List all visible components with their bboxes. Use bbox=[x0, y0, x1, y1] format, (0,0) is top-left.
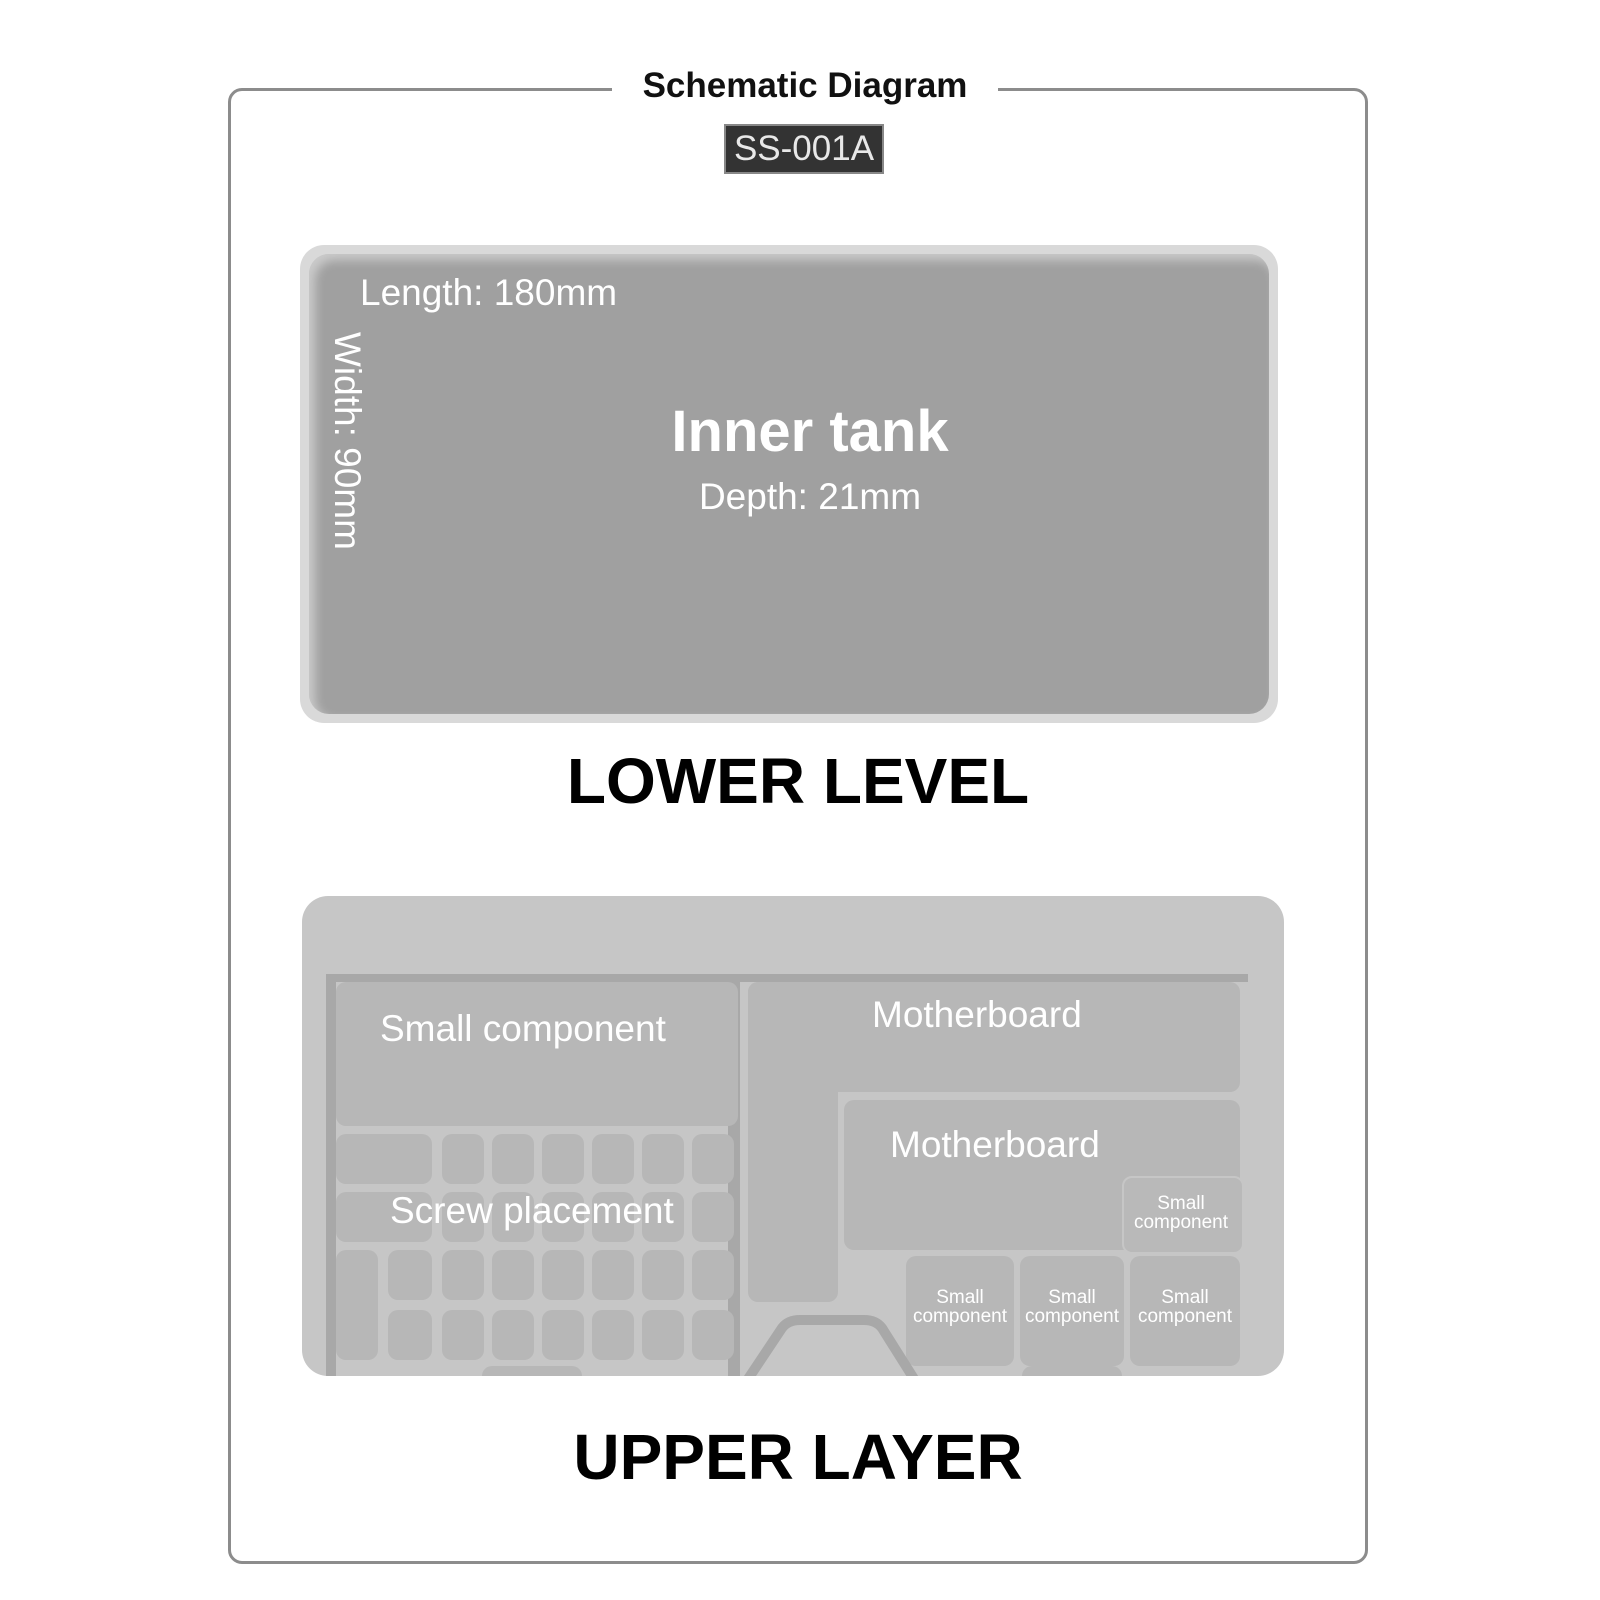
cable-slot bbox=[743, 1315, 919, 1376]
small-component-bin bbox=[336, 982, 738, 1126]
small-component-line1: Small bbox=[1161, 1287, 1209, 1308]
screw-cell bbox=[442, 1192, 484, 1242]
screw-cell bbox=[542, 1192, 584, 1242]
screw-cell bbox=[336, 1250, 378, 1360]
screw-cell bbox=[492, 1134, 534, 1184]
screw-cell bbox=[642, 1250, 684, 1300]
screw-cell bbox=[642, 1310, 684, 1360]
upper-tray: Small component Screw placement Motherbo… bbox=[302, 896, 1284, 1376]
small-component-label-bottom-1: Small component bbox=[906, 1288, 1014, 1326]
small-component-label-bottom-3: Small component bbox=[1130, 1288, 1240, 1326]
width-label: Width: 90mm bbox=[327, 332, 368, 550]
small-component-label-bottom-2: Small component bbox=[1018, 1288, 1126, 1326]
screw-cell bbox=[442, 1310, 484, 1360]
screw-cell bbox=[592, 1310, 634, 1360]
screw-cell bbox=[388, 1310, 432, 1360]
small-component-line1: Small bbox=[1048, 1287, 1096, 1308]
small-component-line2: component bbox=[912, 1306, 1007, 1327]
model-code-badge: SS-001A bbox=[724, 124, 884, 174]
diagram-title: Schematic Diagram bbox=[612, 64, 998, 108]
screw-cell bbox=[388, 1250, 432, 1300]
finger-notch bbox=[482, 1366, 582, 1376]
screw-cell bbox=[692, 1250, 734, 1300]
small-component-line2: component bbox=[1133, 1212, 1228, 1233]
depth-label: Depth: 21mm bbox=[698, 476, 922, 517]
screw-cell bbox=[592, 1192, 634, 1242]
motherboard-label-2: Motherboard bbox=[890, 1124, 1100, 1165]
screw-cell bbox=[542, 1250, 584, 1300]
small-component-label-top-right: Small component bbox=[1124, 1194, 1238, 1232]
screw-cell bbox=[442, 1250, 484, 1300]
motherboard-bin-column bbox=[748, 982, 838, 1302]
screw-cell bbox=[542, 1310, 584, 1360]
screw-cell bbox=[492, 1250, 534, 1300]
lower-level-heading: LOWER LEVEL bbox=[566, 745, 1030, 817]
length-label: Length: 180mm bbox=[360, 272, 618, 313]
screw-cell bbox=[336, 1192, 432, 1242]
inner-tank-label: Inner tank bbox=[671, 399, 949, 464]
screw-cell bbox=[692, 1134, 734, 1184]
upper-layer-heading: UPPER LAYER bbox=[573, 1421, 1023, 1493]
screw-cell bbox=[492, 1310, 534, 1360]
screw-cell bbox=[642, 1192, 684, 1242]
small-component-bin-top-right bbox=[1122, 1176, 1244, 1254]
small-component-label: Small component bbox=[380, 1008, 666, 1049]
screw-cell bbox=[492, 1192, 534, 1242]
tray-divider-left bbox=[326, 976, 336, 1376]
screw-cell bbox=[642, 1134, 684, 1184]
small-component-bin-bottom-2 bbox=[1020, 1256, 1124, 1366]
screw-cell bbox=[336, 1134, 432, 1184]
finger-notch bbox=[1022, 1366, 1122, 1376]
small-component-line1: Small bbox=[1157, 1193, 1205, 1214]
screw-cell bbox=[692, 1310, 734, 1360]
screw-cell bbox=[442, 1134, 484, 1184]
motherboard-label-1: Motherboard bbox=[872, 994, 1082, 1035]
tray-divider-top bbox=[326, 974, 1248, 982]
small-component-line1: Small bbox=[936, 1287, 984, 1308]
screw-cell bbox=[692, 1192, 734, 1242]
screw-cell bbox=[542, 1134, 584, 1184]
small-component-bin-bottom-3 bbox=[1130, 1256, 1240, 1366]
screw-cell bbox=[592, 1134, 634, 1184]
small-component-line2: component bbox=[1137, 1306, 1232, 1327]
small-component-line2: component bbox=[1024, 1306, 1119, 1327]
small-component-bin-bottom-1 bbox=[906, 1256, 1014, 1366]
screw-placement-label: Screw placement bbox=[390, 1190, 674, 1231]
cable-slot-outline bbox=[743, 1315, 919, 1376]
screw-cell bbox=[592, 1250, 634, 1300]
inner-tank bbox=[309, 254, 1269, 714]
